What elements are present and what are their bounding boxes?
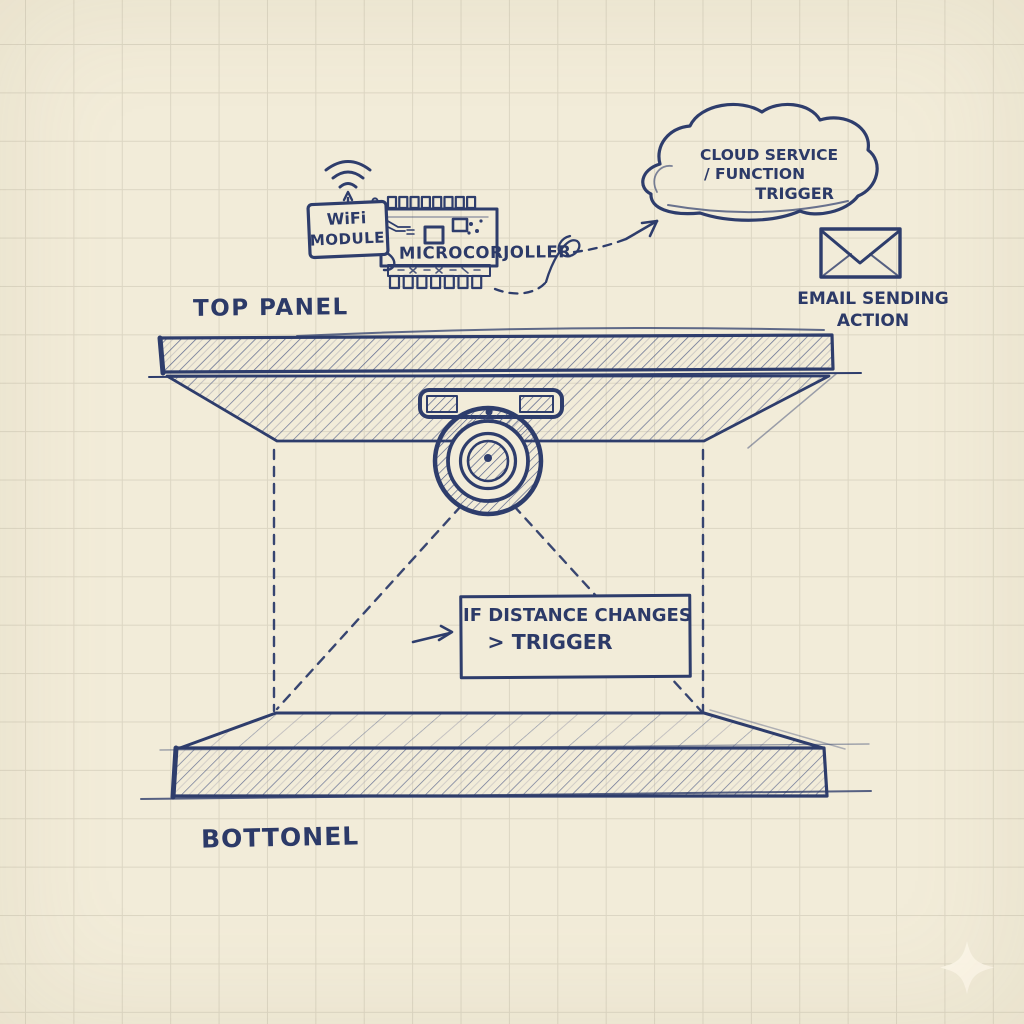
microcontroller-label: MICROCORJOLLER <box>398 242 572 263</box>
condition-arrow <box>411 624 454 644</box>
email-label-line1: EMAIL SENDING <box>797 289 949 309</box>
bottom-panel-drawing <box>140 709 872 800</box>
wifi-module-box <box>306 199 390 260</box>
condition-label-line1: IF DISTANCE CHANGES <box>463 605 692 626</box>
wifi-module-label: WiFi MODULE <box>305 207 389 251</box>
cloud-label-line1: CLOUD SERVICE <box>700 146 839 164</box>
distance-sensor-icon <box>418 388 564 517</box>
wifi-signal-icon <box>324 160 372 205</box>
cloud-label-line2: / FUNCTION <box>704 165 806 183</box>
top-panel-label: TOP PANEL <box>192 294 349 322</box>
sparkle-icon <box>940 941 994 994</box>
bottom-panel-label: BOTTONEL <box>200 821 360 854</box>
mcu-to-cloud-dashed-arrow <box>493 219 659 295</box>
envelope-icon <box>819 227 902 279</box>
wifi-label-line2: MODULE <box>309 228 386 250</box>
email-action-label: EMAIL SENDING ACTION <box>797 288 949 332</box>
condition-label-line2: > TRIGGER <box>487 630 613 654</box>
cloud-label-line3: TRIGGER <box>755 184 834 203</box>
condition-box <box>459 593 692 680</box>
email-label-line2: ACTION <box>836 311 910 331</box>
cloud-shape <box>641 102 879 222</box>
condition-label: IF DISTANCE CHANGES > TRIGGER <box>463 603 692 655</box>
cloud-label: CLOUD SERVICE / FUNCTION TRIGGER <box>700 146 838 203</box>
